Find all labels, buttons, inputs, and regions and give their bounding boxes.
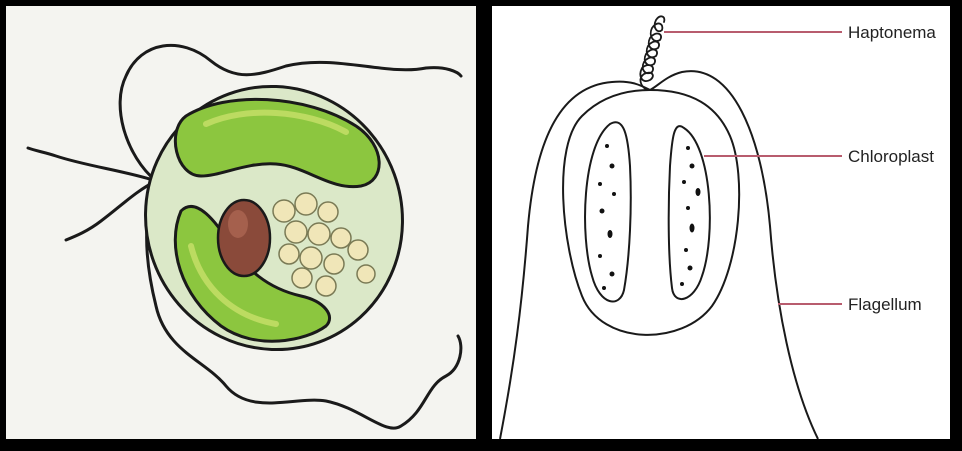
flagellum-strand	[28, 148, 156, 181]
flagellum-strand	[66, 181, 156, 240]
left-chloroplast	[585, 122, 631, 301]
chloroplast-label: Chloroplast	[848, 147, 934, 166]
cell-outline	[500, 71, 818, 439]
flagellum-label: Flagellum	[848, 295, 922, 314]
nucleus-highlight	[228, 210, 248, 238]
nucleus	[218, 200, 270, 276]
right-chloroplast	[669, 126, 710, 299]
haptonema-label: Haptonema	[848, 23, 936, 42]
colored-cell-svg	[6, 6, 476, 439]
chloroplast-granules	[598, 144, 701, 290]
haptonema-coil	[640, 16, 664, 90]
labeled-diagram-svg: Haptonema Chloroplast Flagellum	[492, 6, 950, 439]
colored-cell-illustration	[6, 6, 476, 439]
inner-compartment	[563, 90, 739, 335]
labeled-cell-diagram: Haptonema Chloroplast Flagellum	[492, 6, 950, 439]
